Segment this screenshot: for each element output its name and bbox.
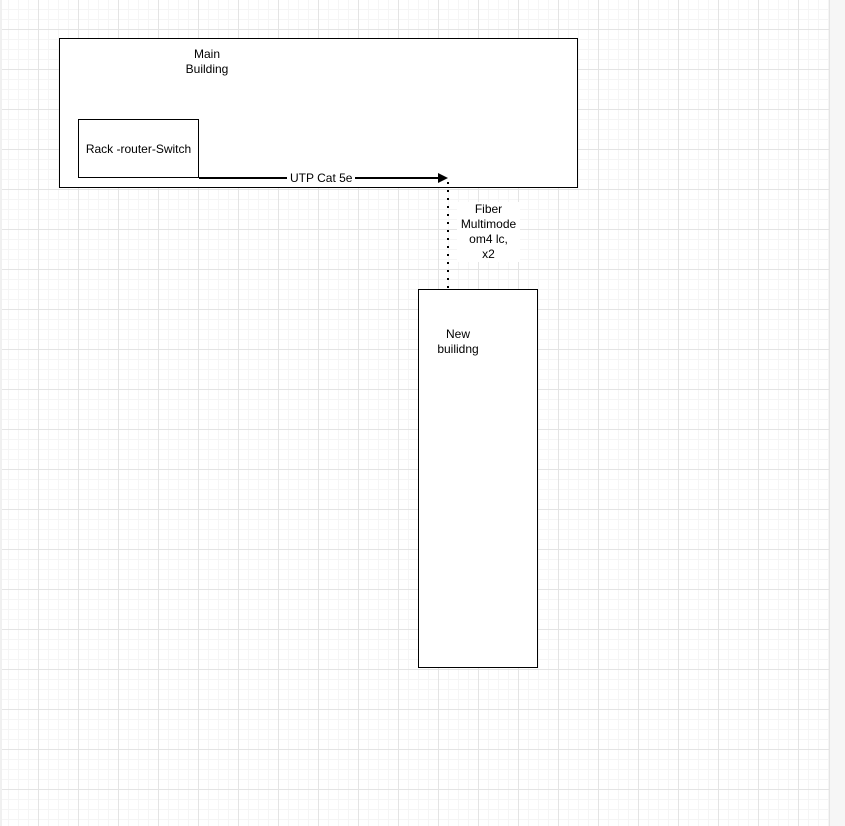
edge-label-utp[interactable]: UTP Cat 5e (287, 171, 356, 185)
canvas-left-edge (0, 0, 2, 826)
fiber-label-line3: om4 lc, (469, 232, 508, 246)
rack-label: Rack -router-Switch (85, 141, 192, 156)
main-building-label-line2: Building (185, 62, 229, 76)
edge-fiber-multimode[interactable] (446, 182, 449, 289)
main-building-label[interactable]: Main Building (167, 47, 247, 77)
fiber-label-line2: Multimode (460, 217, 517, 231)
fiber-label-line4: x2 (482, 247, 495, 261)
edge-label-fiber[interactable]: Fiber Multimode om4 lc, x2 (457, 202, 520, 262)
vertical-scrollbar[interactable] (829, 0, 845, 826)
shape-new-building[interactable] (418, 289, 538, 668)
new-building-label[interactable]: New builidng (418, 327, 498, 357)
new-building-label-line1: New (445, 327, 470, 341)
fiber-label-line1: Fiber (474, 202, 503, 216)
arrow-head-icon (438, 172, 448, 183)
main-building-label-line1: Main (193, 47, 220, 61)
shape-rack-router-switch[interactable]: Rack -router-Switch (78, 119, 199, 178)
new-building-label-line2: builidng (437, 342, 479, 356)
